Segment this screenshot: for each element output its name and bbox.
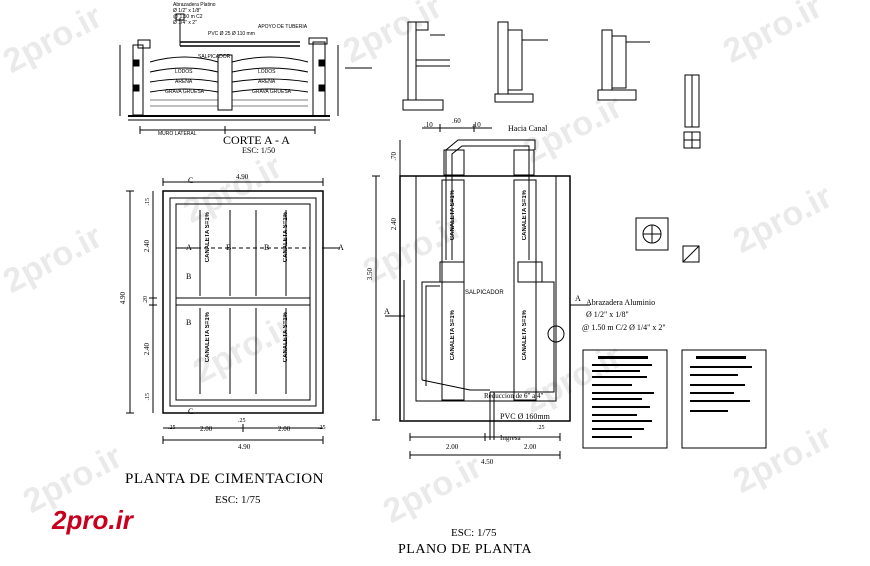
cim-mark-b-4: B: [186, 318, 192, 327]
planta-dim-top-left: .10: [424, 121, 433, 129]
notes-text-blocks: [592, 356, 752, 438]
cim-dim-left-total: 4.90: [119, 292, 127, 305]
corte-label-abrazadera-4: Ø 1/4" x 2": [173, 20, 197, 26]
planta-dim-left-70: .70: [390, 152, 398, 161]
planta-label-ingresa: Ingresa: [500, 434, 521, 442]
cim-channel-2: CANALETA S=1%: [283, 212, 289, 263]
cim-mark-b-1: B: [226, 243, 232, 252]
planta-channel-4: CANALETA S=1%: [522, 310, 528, 361]
corte-label-pvc: PVC Ø 25 Ø 110 mm: [208, 31, 255, 37]
corte-title: CORTE A - A: [223, 133, 290, 147]
planta-label-salpicador: SALPICADOR: [465, 290, 504, 296]
planta-dim-top-right: .10: [472, 121, 481, 129]
planta-dim-bottom-right: 2.00: [524, 443, 537, 451]
corte-label-lodos-left: LODOS: [175, 69, 193, 75]
cim-mark-a-right: A: [338, 243, 344, 252]
corte-label-grava-right: GRAVA GRUESA: [252, 89, 291, 95]
cim-dim-edge-right: .25: [318, 425, 326, 431]
notes-box-right: [681, 349, 767, 449]
planta-label-pvc: PVC Ø 160mm: [500, 412, 550, 421]
planta-dim-top-mid: .60: [452, 117, 461, 125]
cim-channel-1: CANALETA S=1%: [205, 212, 211, 263]
planta-scale: ESC: 1/75: [451, 527, 497, 539]
planta-label-abrazadera-3: @ 1.50 m C/2 Ø 1/4" x 2": [582, 323, 666, 332]
cim-dim-edge-left: .25: [168, 425, 176, 431]
cim-dim-top: 4.90: [236, 173, 249, 181]
planta-channel-1: CANALETA S=1%: [450, 190, 456, 241]
planta-label-reduccion: Reduccion de 6" a 4": [484, 392, 544, 400]
corte-label-abrazadera: Abrazadera Platino: [173, 2, 216, 8]
planta-channel-2: CANALETA S=1%: [522, 190, 528, 241]
corte-scale: ESC: 1/50: [242, 146, 276, 155]
planta-title: PLANO DE PLANTA: [398, 542, 532, 557]
detail-drawings-top: [402, 21, 701, 149]
cim-scale: ESC: 1/75: [215, 494, 261, 506]
planta-dim-left-total: 3.50: [366, 268, 374, 281]
cim-mark-c-top: C: [188, 176, 194, 185]
foundation-plan: [126, 178, 340, 444]
planta-dim-edge: .25: [537, 425, 545, 431]
cim-channel-3: CANALETA S=1%: [205, 312, 211, 363]
planta-channel-3: CANALETA S=1%: [450, 310, 456, 361]
cim-dim-left-top: 2.40: [143, 240, 151, 253]
cim-dim-left-mid: .20: [143, 296, 149, 304]
planta-mark-a-left: A: [384, 307, 390, 316]
detail-clamp: [635, 217, 700, 263]
planta-dim-bottom-total: 4.50: [481, 458, 494, 466]
cim-dim-edge-mid: .25: [238, 418, 246, 424]
cim-dim-bottom-left: 2.00: [200, 425, 213, 433]
corte-label-arena-left: ARENA: [175, 79, 193, 85]
cim-channel-4: CANALETA S=1%: [283, 312, 289, 363]
cim-mark-a-left: A: [186, 243, 192, 252]
floor-plan: [372, 124, 590, 459]
notes-box-left: [582, 349, 668, 449]
section-corte-a-a: [119, 13, 372, 134]
corte-label-lodos-right: LODOS: [258, 69, 276, 75]
cim-dim-small-bot: .15: [145, 393, 151, 401]
cim-mark-b-3: B: [186, 272, 192, 281]
brand-logo: 2pro.ir: [52, 505, 133, 535]
corte-label-apoyo: APOYO DE TUBERIA: [258, 24, 308, 30]
cim-mark-b-2: B: [264, 243, 270, 252]
corte-label-abrazadera-2: Ø 1/2" x 1/8": [173, 8, 202, 14]
planta-mark-a-right: A: [575, 294, 581, 303]
cim-dim-bottom-right: 2.00: [278, 425, 291, 433]
corte-label-muro: MURO LATERAL: [158, 131, 197, 137]
cim-mark-c-bottom: C: [188, 407, 194, 416]
planta-label-abrazadera: Abrazadera Aluminio: [586, 298, 656, 307]
planta-label-hacia-canal: Hacia Canal: [508, 124, 548, 133]
corte-label-grava-left: GRAVA GRUESA: [165, 89, 204, 95]
corte-label-salpicador: SALPICADOR: [198, 54, 231, 60]
cim-dim-left-bot: 2.40: [143, 343, 151, 356]
planta-dim-left-240: 2.40: [390, 218, 398, 231]
corte-label-arena-right: ARENA: [258, 79, 276, 85]
planta-dim-bottom-left: 2.00: [446, 443, 459, 451]
corte-label-abrazadera-3: @ 1.50 m C2: [173, 14, 203, 20]
planta-label-abrazadera-2: Ø 1/2" x 1/8": [586, 310, 629, 319]
cim-dim-bottom: 4.90: [238, 443, 251, 451]
cim-dim-small-top: .15: [145, 198, 151, 206]
cim-title: PLANTA DE CIMENTACION: [125, 471, 324, 487]
